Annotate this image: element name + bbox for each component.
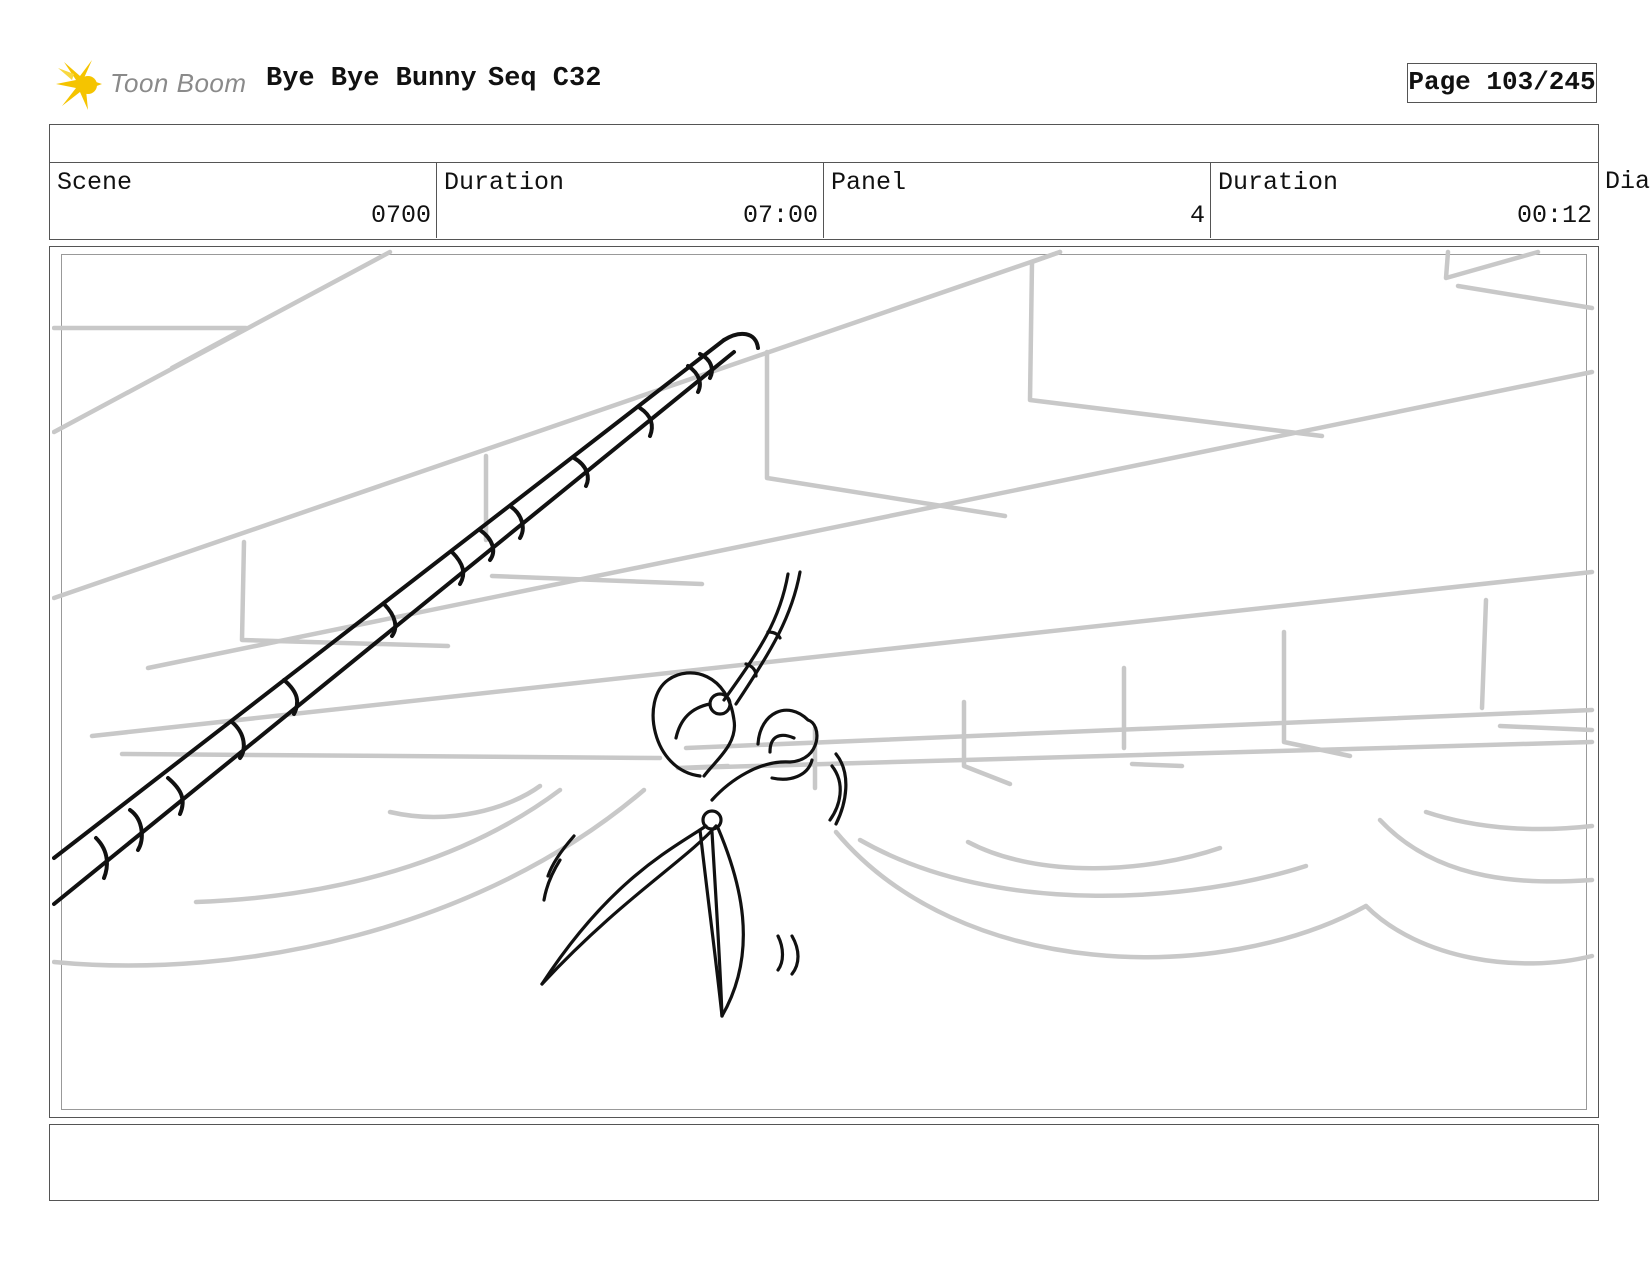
panel-value: 4	[1189, 201, 1205, 230]
scene-duration-label: Duration	[444, 168, 565, 197]
sequence-label: Seq C32	[488, 64, 602, 94]
scene-duration-cell: Duration 07:00	[437, 163, 824, 238]
scene-label: Scene	[57, 168, 133, 197]
fishing-rod	[52, 331, 760, 906]
panel-duration-cell: Duration 00:12	[1211, 163, 1597, 238]
project-title: Bye Bye Bunny	[266, 64, 477, 94]
panel-cell: Panel 4	[824, 163, 1211, 238]
info-row: Scene 0700 Duration 07:00 Panel 4 Durati…	[49, 162, 1599, 240]
page-number: Page 103/245	[1407, 63, 1597, 103]
panel-label: Panel	[831, 168, 907, 197]
toon-boom-star-icon	[56, 60, 102, 110]
scene-cell: Scene 0700	[50, 163, 437, 238]
panel-frame-outer	[49, 246, 1599, 1118]
top-bar	[49, 124, 1599, 162]
panel-duration-label: Duration	[1218, 168, 1339, 197]
caption-box	[49, 1124, 1599, 1201]
dialogue-label: Dia	[1605, 167, 1650, 196]
background-sketch	[52, 249, 1595, 968]
panel-frame-inner	[61, 254, 1587, 1110]
toon-boom-logo: Toon Boom	[54, 58, 254, 112]
scene-duration-value: 07:00	[742, 201, 818, 230]
scene-value: 0700	[370, 201, 431, 230]
panel-duration-value: 00:12	[1516, 201, 1592, 230]
storyboard-drawing	[52, 249, 1595, 1018]
scissors	[540, 570, 848, 1018]
logo-text: Toon Boom	[110, 68, 247, 98]
